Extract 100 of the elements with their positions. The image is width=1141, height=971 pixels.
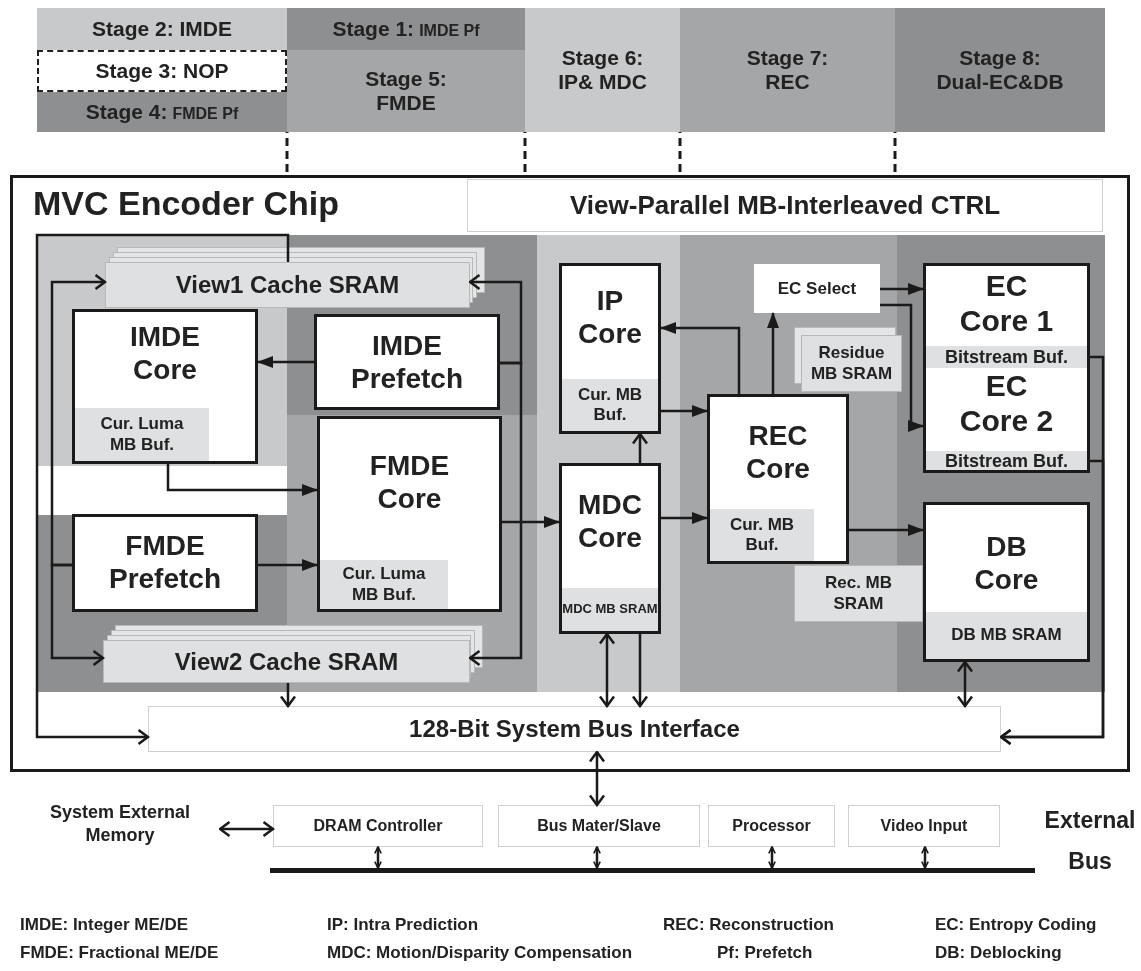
block-label: FMDE Pf [172, 104, 239, 125]
arrow [374, 846, 382, 869]
buffer-block [926, 451, 1087, 470]
block-label: Video Input [880, 816, 968, 836]
buffer-block [562, 379, 658, 431]
abbreviation-note: REC: Reconstruction [663, 914, 834, 936]
bus-interface-block [148, 706, 1001, 752]
block-label: Stage 1: [332, 16, 415, 43]
block-title: EC Core 2 [958, 368, 1055, 439]
arrow [468, 273, 523, 365]
core-block [923, 368, 1090, 473]
buffer-block [926, 612, 1087, 659]
arrow [593, 846, 601, 869]
external-block [273, 805, 483, 847]
core-block [559, 263, 661, 434]
block-title: FMDE Prefetch [108, 529, 221, 596]
block-title: DB Core [974, 530, 1039, 597]
arrow [660, 322, 741, 394]
stage-band [525, 8, 680, 132]
block-label: Bus Mater/Slave [537, 816, 661, 836]
core-block [72, 309, 258, 464]
core-block [923, 263, 1090, 368]
arrow [880, 283, 924, 295]
stage-band [37, 8, 287, 50]
arrow [661, 405, 708, 417]
arrow [35, 233, 290, 746]
block-label: Residue MB SRAM [809, 343, 894, 384]
abbreviation-note: DB: Deblocking [935, 942, 1062, 964]
arrow [279, 683, 297, 708]
external-block [848, 805, 1000, 847]
stage-band [895, 8, 1105, 132]
block-label: Cur. MB Buf. [576, 384, 644, 426]
block-title: FMDE Core [369, 449, 450, 516]
stage-band [37, 50, 287, 92]
arrow [880, 303, 924, 432]
external-block [708, 805, 835, 847]
block-label: Stage 5: FMDE [364, 66, 448, 116]
arrow [631, 634, 649, 708]
stage-band [287, 50, 525, 132]
buffer-block [710, 509, 814, 561]
selector-block [754, 264, 880, 313]
sram-block [801, 335, 902, 392]
block-title: REC Core [746, 419, 810, 486]
block-label: 128-Bit System Bus Interface [409, 714, 740, 744]
abbreviation-note: FMDE: Fractional ME/DE [20, 942, 219, 964]
block-label: View-Parallel MB-Interleaved CTRL [569, 189, 1001, 222]
buffer-block [320, 560, 448, 609]
abbreviation-note: IMDE: Integer ME/DE [20, 914, 189, 936]
external-block [498, 805, 700, 847]
chip-title: MVC Encoder Chip [33, 186, 340, 220]
arrow [166, 464, 318, 496]
arrow [849, 524, 924, 536]
buffer-block [75, 408, 209, 461]
arrow [218, 820, 275, 838]
buffer-block [562, 588, 658, 631]
abbreviation-note: Pf: Prefetch [717, 942, 813, 964]
buffer-block [926, 346, 1087, 368]
block-label: Cur. MB Buf. [728, 514, 796, 556]
arrow [468, 361, 523, 667]
block-label: DB MB SRAM [951, 625, 1062, 646]
block-label: Stage 4: [85, 99, 168, 126]
block-label: Cur. Luma MB Buf. [99, 414, 185, 455]
stage-band [287, 8, 525, 50]
block-label: IMDE Pf [419, 21, 480, 42]
block-label: View1 Cache SRAM [175, 270, 400, 300]
block-label: System External Memory [48, 800, 192, 847]
arrow [999, 459, 1105, 746]
block-label: Stage 7: REC [745, 45, 830, 95]
block-title: IMDE Core [130, 320, 200, 387]
block-label: Stage 8: Dual-EC&DB [935, 45, 1065, 95]
abbreviation-note: MDC: Motion/Disparity Compensation [327, 942, 633, 964]
arrow [588, 750, 606, 807]
block-label: Bitstream Buf. [945, 348, 1068, 366]
arrow [257, 356, 314, 368]
stage-band [37, 92, 287, 132]
abbreviation-note: IP: Intra Prediction [327, 914, 479, 936]
arrow [956, 660, 974, 708]
arrow [921, 846, 929, 869]
block-label: Stage 6: IP& MDC [557, 45, 648, 95]
sram-block [794, 565, 923, 622]
core-block [559, 463, 661, 634]
block-label: Processor [732, 816, 811, 836]
block-label: Cur. Luma MB Buf. [341, 564, 427, 605]
chip-boundary [10, 175, 1130, 772]
arrow [258, 559, 318, 571]
block-label: Bitstream Buf. [945, 452, 1068, 470]
arrow [768, 846, 776, 869]
arrow [767, 312, 779, 394]
block-title: IMDE Prefetch [350, 329, 463, 396]
core-block [317, 416, 502, 612]
block-title: MDC Core [578, 488, 642, 555]
block-label: DRAM Controller [313, 816, 443, 836]
core-block [707, 394, 849, 564]
control-bar [467, 179, 1103, 232]
arrow [598, 632, 616, 708]
cache-block [105, 262, 470, 308]
core-block [72, 514, 258, 612]
cache-block [103, 640, 470, 683]
core-block [923, 502, 1090, 662]
abbreviation-note: EC: Entropy Coding [935, 914, 1097, 936]
